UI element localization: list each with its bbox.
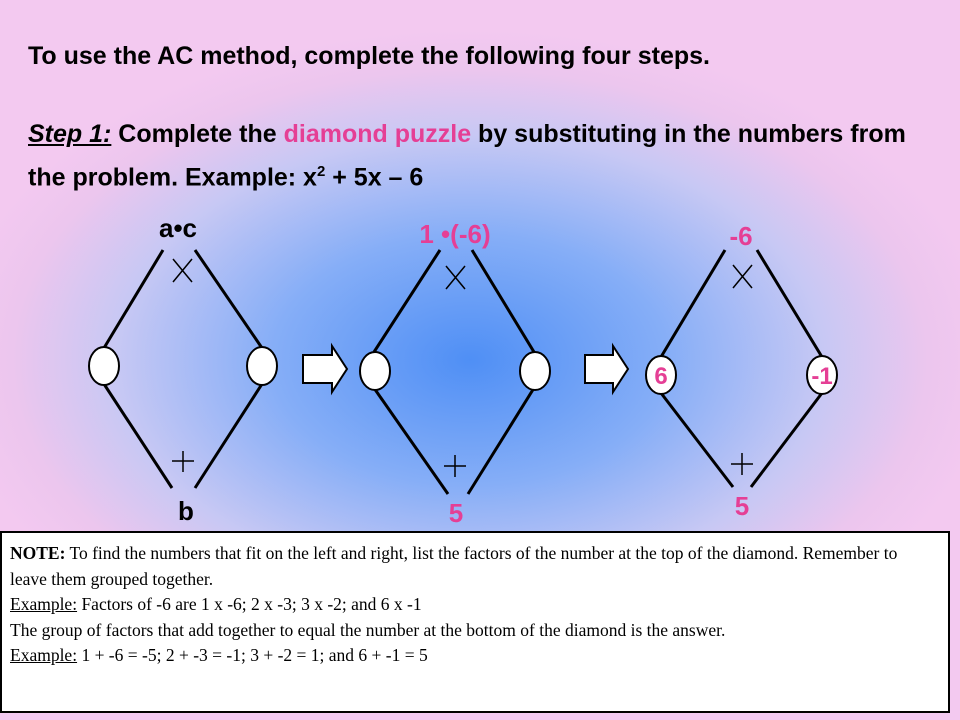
diamond-2-edges (372, 249, 536, 495)
slide-title: To use the AC method, complete the follo… (28, 42, 710, 70)
diamond-2-plus-icon (444, 455, 466, 477)
diamond-1-right-oval (246, 346, 278, 386)
diamond-3-left-oval (645, 355, 677, 395)
note-box: NOTE: To find the numbers that fit on th… (0, 531, 950, 713)
example-label-2: Example: (10, 645, 78, 665)
diamond-3-right-oval (806, 355, 838, 395)
step-text-before: Complete the (111, 120, 284, 148)
diamond-3-times-icon (732, 264, 753, 289)
diamond-3-bottom-label: 5 (735, 491, 749, 521)
diamond-1-bottom-label: b (178, 496, 194, 526)
diamond-3: 6 -1 -6 5 (645, 221, 838, 521)
diamond-2: 1 •(-6) 5 (359, 219, 551, 528)
diamond-1-top-label: a•c (159, 213, 197, 243)
arrow-right-icon (302, 342, 349, 396)
step-label: Step 1: (28, 120, 112, 148)
diamond-2-right-oval (519, 351, 551, 391)
diamond-1-plus-icon (172, 451, 194, 472)
note-label: NOTE: (10, 543, 66, 563)
step-text-after: by substituting in the numbers from the … (28, 120, 906, 192)
arrow-right-icon (584, 342, 630, 396)
diamond-3-right-label: -1 (811, 363, 832, 390)
example-text-1: Factors of -6 are 1 x -6; 2 x -3; 3 x -2… (77, 594, 422, 614)
diamond-1-edges (102, 249, 264, 489)
example-label-1: Example: (10, 594, 78, 614)
diamond-3-plus-icon (731, 453, 753, 475)
diamond-3-edges (659, 249, 824, 488)
note-text: To find the numbers that fit on the left… (10, 543, 898, 589)
diamond-2-bottom-label: 5 (449, 498, 463, 528)
step-1-text: Step 1: Complete the diamond puzzle by s… (28, 116, 948, 196)
diamond-1-times-icon (172, 258, 193, 283)
note-line-1: NOTE: To find the numbers that fit on th… (10, 541, 938, 592)
diamond-2-times-icon (445, 265, 466, 290)
diamond-3-top-label: -6 (729, 221, 752, 251)
step-superscript: 2 (316, 163, 326, 180)
diamond-2-left-oval (359, 351, 391, 391)
step-highlight: diamond puzzle (283, 120, 472, 148)
diamond-3-left-label: 6 (654, 363, 667, 390)
note-line-4: Example: 1 + -6 = -5; 2 + -3 = -1; 3 + -… (10, 643, 938, 669)
diamond-1-left-oval (88, 346, 120, 386)
example-text-2: 1 + -6 = -5; 2 + -3 = -1; 3 + -2 = 1; an… (77, 645, 428, 665)
note-line-3: The group of factors that add together t… (10, 619, 726, 640)
step-text-end: + 5x – 6 (325, 163, 424, 192)
diamond-1: a•c b (88, 213, 278, 526)
diamond-2-top-label: 1 •(-6) (419, 219, 490, 249)
note-line-2: Example: Factors of -6 are 1 x -6; 2 x -… (10, 592, 938, 618)
